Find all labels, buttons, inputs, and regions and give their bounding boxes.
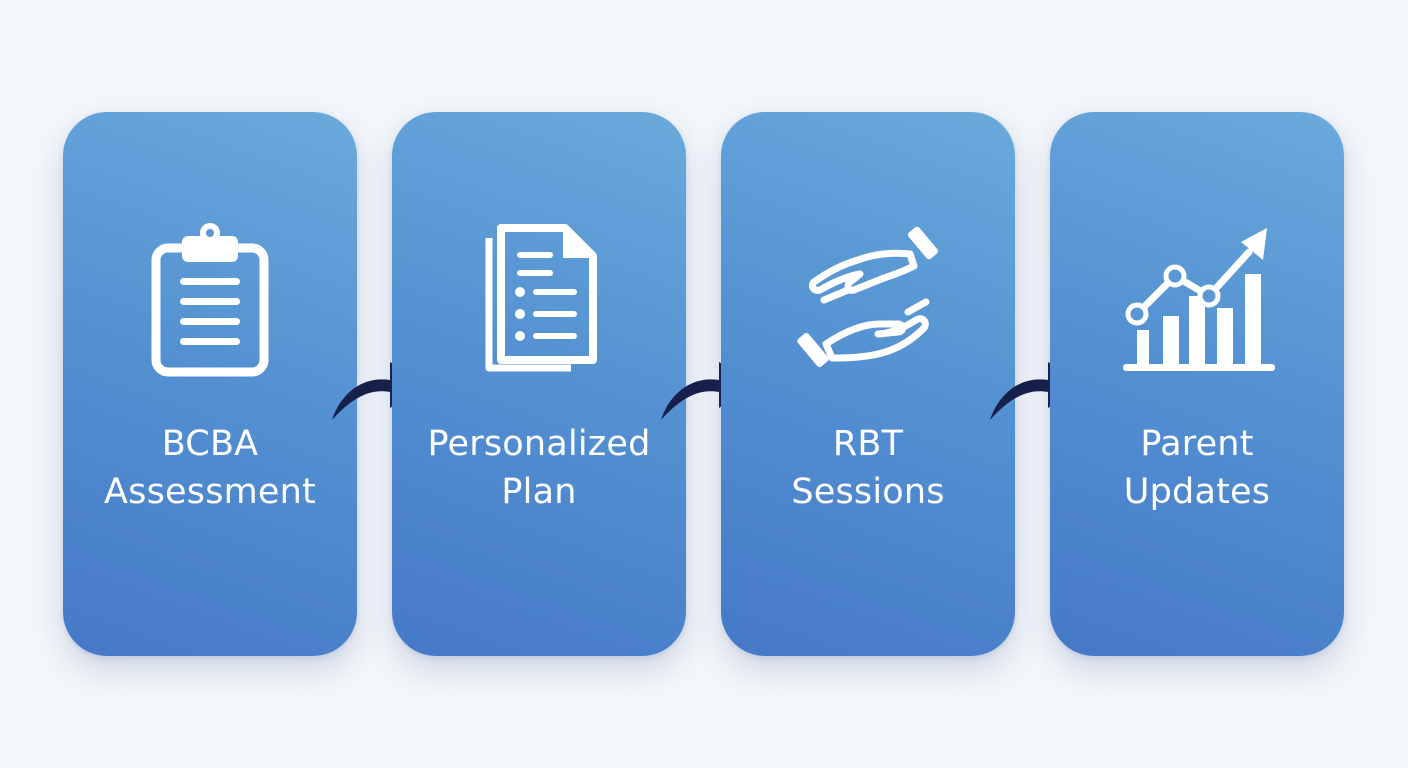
step-card-bcba-assessment: BCBA Assessment — [63, 112, 357, 656]
step-label-line2: Sessions — [791, 472, 945, 512]
growth-chart-icon — [1117, 220, 1277, 380]
step-card-parent-updates: Parent Updates — [1050, 112, 1344, 656]
step-label-line1: Personalized — [427, 424, 651, 464]
step-label-line2: Plan — [501, 472, 577, 512]
step-label: RBT Sessions — [721, 420, 1015, 516]
clipboard-icon — [130, 220, 290, 380]
step-label-line1: RBT — [832, 424, 904, 464]
step-label: Parent Updates — [1050, 420, 1344, 516]
step-label-line1: BCBA — [161, 424, 259, 464]
step-label-line1: Parent — [1140, 424, 1254, 464]
step-label-line2: Updates — [1123, 472, 1271, 512]
step-label-line2: Assessment — [104, 472, 316, 512]
step-label: BCBA Assessment — [63, 420, 357, 516]
step-label: Personalized Plan — [392, 420, 686, 516]
document-icon — [459, 220, 619, 380]
step-card-personalized-plan: Personalized Plan — [392, 112, 686, 656]
helping-hands-icon — [788, 220, 948, 380]
step-card-rbt-sessions: RBT Sessions — [721, 112, 1015, 656]
